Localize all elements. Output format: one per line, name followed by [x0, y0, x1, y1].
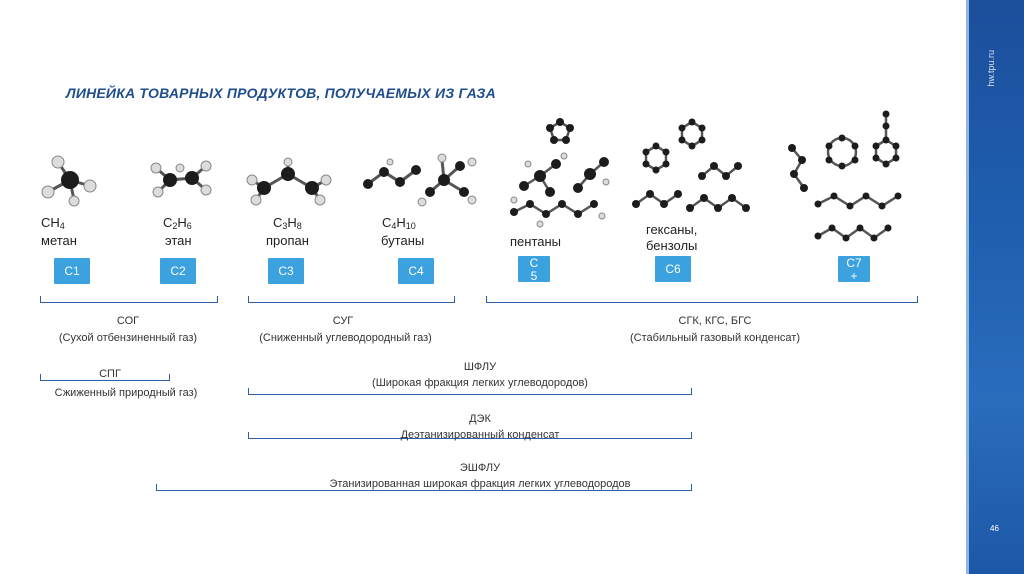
formula-propane: C3H8 — [273, 215, 302, 231]
formula-methane: CH4 — [41, 215, 65, 231]
carbon-count-badge-c2: C2 — [160, 258, 196, 284]
bracket-sgk — [486, 296, 918, 303]
carbon-count-badge-c7-plus: C7+ — [838, 256, 870, 282]
label-eshflu-abbr: ЭШФЛУ — [459, 462, 501, 474]
name-benzenes: бензолы — [646, 238, 698, 253]
formula-ethane: C2H6 — [163, 215, 192, 231]
name-ethane: этан — [165, 233, 192, 248]
bracket-spg — [40, 374, 170, 381]
butanes-molecule-image — [363, 153, 477, 207]
label-sgk-desc: (Стабильный газовый конденсат) — [630, 332, 800, 344]
sidebar-url: hw.tpu.ru — [986, 50, 996, 87]
bracket-sug — [248, 296, 455, 303]
label-dek-abbr: ДЭК — [469, 413, 491, 425]
label-shflu-desc: (Широкая фракция легких углеводородов) — [372, 377, 588, 389]
label-sug-desc: (Сниженный углеводородный газ) — [259, 332, 432, 344]
page-number: 46 — [990, 524, 999, 533]
label-dek-desc: Деэтанизированный конденсат — [400, 429, 560, 441]
carbon-count-badge-c6: C6 — [655, 256, 691, 282]
ethane-molecule-image — [150, 160, 212, 198]
bracket-shflu — [248, 388, 692, 395]
slide-title: ЛИНЕЙКА ТОВАРНЫХ ПРОДУКТОВ, ПОЛУЧАЕМЫХ И… — [66, 85, 496, 101]
carbon-count-badge-c1: C1 — [54, 258, 90, 284]
name-pentanes: пентаны — [510, 234, 562, 249]
sidebar-stripe — [966, 0, 969, 574]
carbon-count-badge-c4: C4 — [398, 258, 434, 284]
bracket-eshflu — [156, 484, 692, 491]
label-spg-desc: Сжиженный природный газ) — [54, 387, 198, 399]
name-propane: пропан — [266, 233, 309, 248]
sidebar: hw.tpu.ru — [966, 0, 1024, 574]
label-spg-abbr: СПГ — [99, 368, 121, 380]
label-sgk-abbr: СГК, КГС, БГС — [678, 315, 752, 327]
label-shflu-abbr: ШФЛУ — [463, 361, 497, 373]
label-eshflu-desc: Этанизированная широкая фракция легких у… — [329, 478, 631, 490]
name-butanes: бутаны — [381, 233, 425, 248]
formula-butanes: C4H10 — [382, 215, 416, 231]
pentanes-molecule-image — [510, 118, 610, 228]
bracket-dek — [248, 432, 692, 439]
label-sog-abbr: СОГ — [116, 315, 140, 327]
methane-molecule-image — [41, 155, 97, 207]
hexanes-benzenes-molecule-image — [632, 118, 750, 212]
bracket-sog — [40, 296, 218, 303]
propane-molecule-image — [246, 157, 332, 206]
carbon-count-badge-c3: C3 — [268, 258, 304, 284]
label-sug-abbr: СУГ — [332, 315, 354, 327]
name-methane: метан — [41, 233, 77, 248]
c7-plus-molecule-image — [788, 110, 902, 242]
label-sog-desc: (Сухой отбензиненный газ) — [58, 332, 198, 344]
name-hexanes: гексаны, — [646, 222, 698, 237]
